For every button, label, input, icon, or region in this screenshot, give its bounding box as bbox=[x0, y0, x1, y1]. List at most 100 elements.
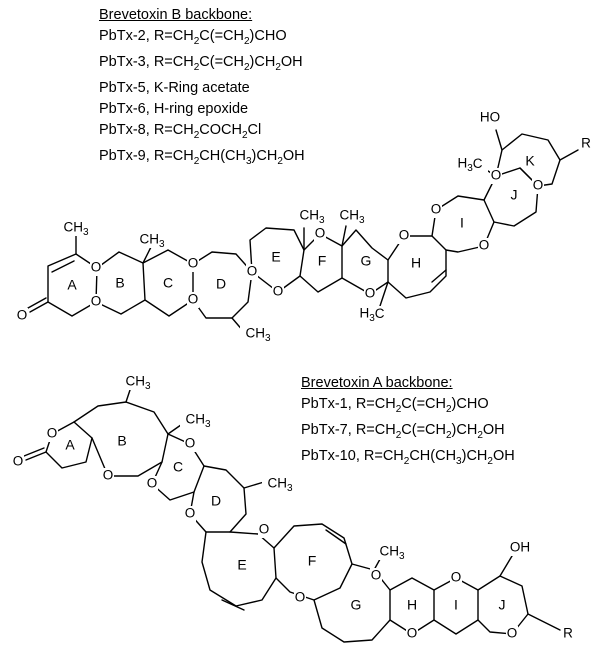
r-group: R=CH2CH(CH3)CH2OH bbox=[363, 447, 515, 467]
r-group: R=CH2C(=CH2)CHO bbox=[153, 28, 287, 47]
oxygen-label: O bbox=[188, 256, 199, 271]
oxygen-label-bg bbox=[246, 264, 258, 280]
separator: , bbox=[145, 147, 154, 164]
methyl-label: CH3 bbox=[267, 476, 293, 494]
toxin-name: PbTx-9 bbox=[99, 147, 146, 164]
hydroxyl-label: OH bbox=[510, 540, 530, 555]
ring-label-b-b: B bbox=[115, 275, 124, 291]
oxygen-label: O bbox=[315, 226, 326, 241]
oxygen-label: O bbox=[185, 436, 196, 451]
methyl-label-bg bbox=[354, 306, 390, 322]
ring-e-bonds-a bbox=[201, 531, 277, 607]
methyl-label: CH3 bbox=[63, 220, 89, 238]
toxin-name: PbTx-2 bbox=[99, 28, 146, 44]
ring-label-b-e: E bbox=[271, 249, 280, 265]
methyl-label: CH3 bbox=[379, 544, 405, 562]
separator: , bbox=[347, 396, 356, 412]
r-group-label: R bbox=[563, 626, 573, 641]
oxygen-label: O bbox=[91, 260, 102, 275]
carbonyl-oxygen-label-bg bbox=[16, 308, 28, 324]
separator: , bbox=[355, 447, 364, 464]
hydroxyl-label-bg bbox=[507, 540, 533, 556]
oxygen-label-bg bbox=[187, 256, 199, 272]
methyl-label: H3C bbox=[359, 306, 384, 324]
methyl-label-bg bbox=[294, 208, 330, 224]
oxygen-label-bg bbox=[430, 202, 442, 218]
oxygen-label-bg bbox=[478, 238, 490, 254]
brevetoxin-b-entry: PbTx-6, H-ring epoxide bbox=[99, 99, 305, 120]
ring-label-b-d: D bbox=[216, 276, 226, 292]
ring-k-hydroxyl-bond bbox=[495, 129, 503, 151]
oxygen-label-bg bbox=[146, 476, 158, 492]
ring-label-a-c: C bbox=[173, 459, 183, 475]
ring-h-methyl-bond bbox=[379, 281, 389, 307]
brevetoxin-b-heading: Brevetoxin B backbone: bbox=[99, 7, 253, 23]
separator: , bbox=[145, 79, 154, 96]
toxin-name: PbTx-10 bbox=[301, 447, 356, 464]
brevetoxin-a-entry: PbTx-10, R=CH2CH(CH3)CH2OH bbox=[301, 446, 515, 472]
brevetoxin-b-entry: PbTx-2, R=CH2C(=CH2)CHO bbox=[99, 26, 305, 52]
carbonyl-oxygen-label: O bbox=[17, 308, 28, 323]
oxygen-label-bg bbox=[90, 260, 102, 276]
methyl-label-bg bbox=[452, 156, 488, 172]
oxygen-label-bg bbox=[272, 284, 284, 300]
ring-e-double-bond-a bbox=[221, 599, 245, 611]
r-group: R=CH2COCH2Cl bbox=[153, 121, 262, 141]
oxygen-label-bg bbox=[294, 590, 306, 606]
methyl-label-bg bbox=[134, 232, 170, 248]
ring-j-r-bond bbox=[527, 613, 561, 631]
methyl-label-bg bbox=[374, 544, 410, 560]
methyl-label-bg bbox=[240, 326, 276, 342]
oxygen-label-bg bbox=[532, 178, 544, 194]
brevetoxin-a-legend: Brevetoxin A backbone: PbTx-1, R=CH2C(=C… bbox=[301, 373, 515, 472]
oxygen-label: O bbox=[407, 626, 418, 641]
ring-c-bonds bbox=[142, 249, 194, 317]
oxygen-label-bg bbox=[450, 570, 462, 586]
brevetoxin-a-heading: Brevetoxin A backbone: bbox=[301, 375, 453, 391]
ring-label-a-h: H bbox=[407, 597, 417, 613]
ring-label-b-j: J bbox=[511, 187, 518, 203]
oxygen-label-bg bbox=[506, 626, 518, 642]
oxygen-label: O bbox=[103, 468, 114, 483]
ring-label-a-i: I bbox=[454, 597, 458, 613]
brevetoxin-b-entry: PbTx-3, R=CH2C(=CH2)CH2OH bbox=[99, 52, 305, 78]
oxygen-label-bg bbox=[406, 626, 418, 642]
ring-d-methyl-bond-a bbox=[243, 481, 265, 489]
oxygen-label: O bbox=[188, 292, 199, 307]
oxygen-label: O bbox=[431, 202, 442, 217]
ring-f-double-bond-a bbox=[325, 529, 347, 545]
ring-h-double-bond bbox=[431, 269, 447, 283]
oxygen-label: O bbox=[147, 476, 158, 491]
oxygen-label-bg bbox=[184, 506, 196, 522]
oxygen-label-bg bbox=[46, 426, 58, 442]
brevetoxin-b-entry: PbTx-9, R=CH2CH(CH3)CH2OH bbox=[99, 146, 305, 172]
oxygen-label: O bbox=[491, 168, 502, 183]
oxygen-label-bg bbox=[370, 568, 382, 584]
oxygen-label-bg bbox=[90, 294, 102, 310]
ring-d-bonds bbox=[192, 251, 253, 319]
brevetoxin-a-entry: PbTx-1, R=CH2C(=CH2)CHO bbox=[301, 394, 515, 420]
brevetoxin-b-entry: PbTx-5, K-Ring acetate bbox=[99, 78, 305, 99]
ring-label-a-a: A bbox=[65, 437, 75, 453]
methyl-label-bg bbox=[262, 476, 298, 492]
hydroxyl-label: HO bbox=[480, 110, 500, 125]
ring-b-bonds bbox=[95, 251, 146, 315]
ring-j-hydroxyl-bond bbox=[499, 555, 513, 577]
ring-k-r-bond bbox=[559, 149, 579, 161]
atom-labels: CH3OOOCH3OOCH3OOCH3OCH3OH3COOOOH3COHOROO… bbox=[12, 110, 593, 642]
oxygen-label-bg bbox=[398, 228, 410, 244]
ring-label-a-d: D bbox=[211, 493, 221, 509]
brevetoxin-b-entry: PbTx-8, R=CH2COCH2Cl bbox=[99, 120, 305, 146]
r-group: K-Ring acetate bbox=[153, 79, 250, 96]
separator: , bbox=[145, 53, 154, 70]
ring-label-b-c: C bbox=[163, 275, 173, 291]
ring-label-b-i: I bbox=[460, 215, 464, 231]
lactone-carbonyl-b bbox=[27, 297, 49, 313]
methyl-label: CH3 bbox=[125, 374, 151, 392]
separator: , bbox=[145, 28, 154, 44]
